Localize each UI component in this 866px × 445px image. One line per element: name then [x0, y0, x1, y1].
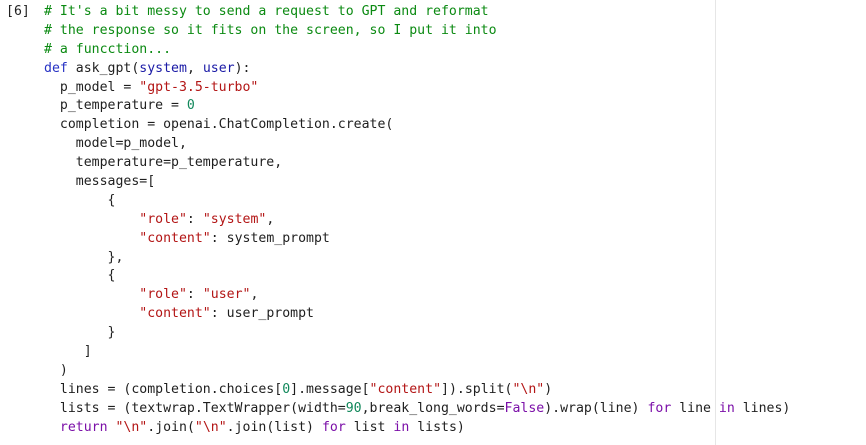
code-token-plain: .join(list) — [226, 419, 322, 435]
code-token-plain: : — [186, 211, 203, 227]
code-token-plain: lines) — [734, 400, 791, 416]
code-line: def ask_gpt(system, user): — [44, 60, 790, 79]
code-token-string: "system" — [202, 211, 267, 227]
code-token-string: "\n" — [115, 419, 148, 435]
code-line: "content": system_prompt — [44, 230, 790, 249]
code-token-plain: lists) — [409, 419, 465, 435]
code-token-string: "gpt-3.5-turbo" — [139, 79, 259, 95]
code-line: p_temperature = 0 — [44, 97, 790, 116]
code-token-param: user — [202, 60, 235, 76]
code-token-plain: , — [186, 60, 203, 76]
code-line: ] — [44, 343, 790, 362]
code-token-plain: p_temperature = — [44, 98, 187, 114]
code-token-plain: ) — [44, 362, 68, 378]
code-line: ) — [44, 362, 790, 381]
code-line: }, — [44, 249, 790, 268]
code-token-plain: ] — [44, 344, 92, 360]
code-token-plain — [44, 287, 139, 302]
code-token-string: "role" — [139, 211, 187, 227]
code-token-string: "\n" — [194, 419, 227, 435]
code-token-plain: , — [250, 287, 259, 303]
code-token-plain: { — [44, 268, 116, 284]
code-token-string: "user" — [202, 287, 251, 303]
line-length-ruler — [715, 0, 716, 445]
code-token-keyword: return — [59, 419, 108, 435]
code-token-plain: { — [44, 192, 116, 208]
execution-count: [6] — [6, 4, 30, 19]
code-line: # the response so it fits on the screen,… — [44, 22, 790, 41]
code-token-plain — [44, 231, 139, 246]
code-token-keyword: for — [321, 419, 346, 435]
code-token-plain: : system_prompt — [210, 230, 330, 246]
code-token-string: "content" — [139, 306, 211, 322]
code-line: { — [44, 267, 790, 286]
code-token-param: system — [139, 60, 187, 76]
code-line: # It's a bit messy to send a request to … — [44, 3, 790, 22]
code-token-plain: completion = openai.ChatCompletion.creat… — [44, 117, 394, 133]
code-token-plain: : user_prompt — [210, 306, 314, 322]
code-token-def: def — [44, 60, 76, 76]
code-token-string: "content" — [369, 381, 442, 397]
code-token-keyword: False — [504, 400, 545, 416]
code-token-plain: ): — [234, 60, 251, 76]
code-token-plain: } — [44, 325, 116, 341]
code-token-plain — [44, 306, 139, 321]
code-line: "role": "user", — [44, 286, 790, 305]
code-line: lists = (textwrap.TextWrapper(width=90,b… — [44, 400, 791, 419]
code-token-plain: temperature=p_temperature, — [44, 155, 283, 171]
code-token-plain: ).wrap(line) — [544, 400, 648, 416]
code-token-plain: messages=[ — [44, 174, 156, 190]
code-line: # a funcction... — [44, 41, 790, 60]
code-token-plain: p_model = — [44, 79, 140, 95]
code-token-comment: # the response so it fits on the screen,… — [44, 22, 497, 38]
code-line: "role": "system", — [44, 211, 790, 230]
code-token-number: 0 — [186, 98, 195, 114]
code-line: temperature=p_temperature, — [44, 154, 790, 173]
code-token-comment: # a funcction... — [44, 41, 172, 57]
code-token-number: 0 — [282, 381, 291, 397]
code-token-plain: lines = (completion.choices[ — [44, 381, 283, 397]
code-token-plain: ]).split( — [441, 381, 513, 397]
code-line: "content": user_prompt — [44, 305, 790, 324]
code-token-plain: ,break_long_words= — [361, 400, 505, 416]
code-token-plain: ask_gpt( — [75, 60, 140, 76]
code-token-plain: ) — [544, 381, 553, 397]
code-token-plain: , — [266, 211, 275, 227]
code-line: lines = (completion.choices[0].message["… — [44, 381, 790, 400]
code-token-plain: line — [671, 400, 719, 416]
code-token-plain: list — [345, 419, 394, 435]
code-line: } — [44, 324, 790, 343]
code-token-plain: }, — [44, 249, 124, 265]
code-token-comment: # It's a bit messy to send a request to … — [44, 4, 489, 19]
code-token-keyword: for — [647, 400, 672, 416]
code-token-string: "\n" — [512, 381, 545, 397]
code-token-keyword: in — [393, 419, 410, 435]
code-token-string: "role" — [139, 287, 187, 303]
code-line: model=p_model, — [44, 135, 790, 154]
code-token-plain: model=p_model, — [44, 136, 187, 152]
code-token-plain — [44, 420, 60, 435]
code-line: completion = openai.ChatCompletion.creat… — [44, 116, 790, 135]
code-line: messages=[ — [44, 173, 790, 192]
code-line: return "\n".join("\n".join(list) for lis… — [44, 419, 790, 438]
code-token-plain — [44, 212, 139, 227]
code-token-string: "content" — [139, 230, 211, 246]
code-token-keyword: in — [718, 400, 735, 416]
code-token-plain: ].message[ — [290, 381, 370, 397]
code-token-plain: .join( — [147, 419, 195, 435]
code-token-plain: : — [186, 287, 203, 303]
code-editor[interactable]: # It's a bit messy to send a request to … — [44, 3, 790, 437]
code-token-number: 90 — [345, 400, 362, 416]
code-token-plain: lists = (textwrap.TextWrapper(width= — [44, 400, 346, 416]
code-line: p_model = "gpt-3.5-turbo" — [44, 79, 790, 98]
code-line: { — [44, 192, 790, 211]
